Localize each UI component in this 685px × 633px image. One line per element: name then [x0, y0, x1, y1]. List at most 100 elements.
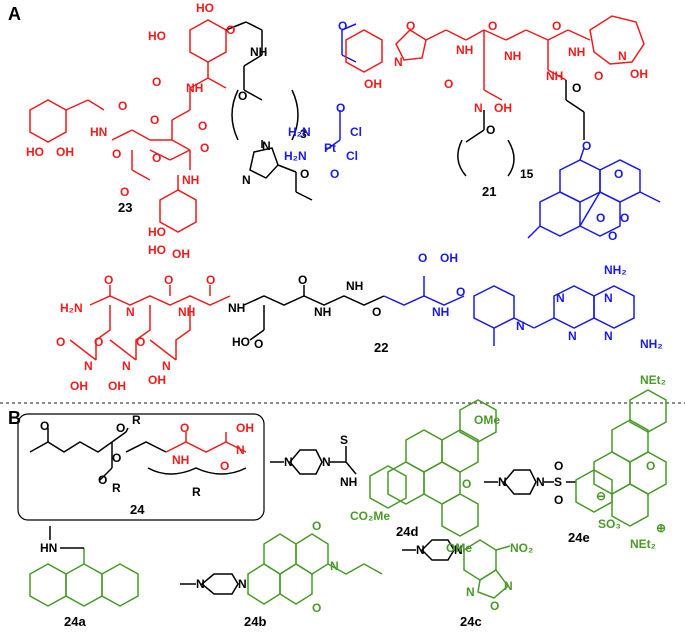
atom-o: O [152, 75, 161, 89]
atom-nh: NH [432, 305, 449, 319]
atom-oh: OH [630, 67, 648, 81]
atom-o: O [594, 69, 603, 83]
atom-h2n: H₂N [284, 149, 307, 163]
atom-o: O [596, 211, 605, 225]
compound-21-structure [345, 15, 645, 101]
atom-n: N [474, 101, 483, 115]
atom-nh: NH [250, 45, 267, 59]
atom-s: S [554, 475, 562, 489]
compound-24b-fluorophore [247, 533, 383, 605]
atom-r: R [112, 481, 121, 495]
atom-net2: NEt₂ [640, 373, 666, 387]
compound-label-24e: 24e [568, 530, 590, 545]
atom-o: O [312, 519, 321, 533]
atom-nh: NH [172, 453, 189, 467]
atom-o: O [372, 305, 381, 319]
atom-n: N [516, 319, 525, 333]
atom-o: O [572, 81, 581, 95]
charge-minus-icon: ⊖ [596, 489, 606, 503]
atom-n: N [284, 455, 293, 469]
compound-24-box [17, 413, 265, 521]
atom-n: N [466, 585, 475, 599]
atom-r: R [192, 485, 201, 499]
atom-nh: NH [228, 301, 245, 315]
compound-24b-piperazine [180, 573, 239, 595]
atom-o: O [104, 273, 113, 287]
atom-ho: HO [148, 243, 166, 257]
compound-24-structure [29, 427, 247, 481]
atom-o: O [112, 451, 121, 465]
atom-nh: NH [456, 43, 473, 57]
compound-24d-piperazine [270, 446, 357, 475]
atom-o: O [94, 335, 103, 349]
atom-o: O [582, 139, 591, 153]
atom-cl: Cl [346, 149, 358, 163]
atom-n: N [454, 543, 463, 557]
atom-o: O [312, 601, 321, 615]
atom-hn: HN [90, 125, 107, 139]
compound-24e-fluorophore [575, 389, 667, 527]
atom-o: O [300, 167, 309, 181]
atom-n: N [568, 329, 577, 343]
atom-n: N [536, 475, 545, 489]
atom-o: O [614, 167, 623, 181]
atom-nh2: NH₂ [604, 263, 627, 277]
compound-label-24a: 24a [64, 614, 86, 629]
compound-23-platinum [325, 23, 357, 151]
compound-24a-linker [49, 526, 84, 549]
atom-oh: OH [440, 251, 458, 265]
atom-n: N [604, 291, 613, 305]
atom-o: O [98, 473, 107, 487]
atom-r: R [132, 413, 141, 427]
atom-nh: NH [186, 81, 203, 95]
atom-n: N [556, 291, 565, 305]
compound-label-21: 21 [482, 184, 496, 199]
atom-o: O [406, 19, 415, 33]
atom-net2: NEt₂ [630, 537, 656, 551]
atom-nh: NH [182, 173, 199, 187]
atom-o: O [462, 477, 471, 491]
compound-label-24c: 24c [460, 614, 482, 629]
atom-o: O [180, 421, 189, 435]
atom-o: O [444, 77, 453, 91]
compound-label-22: 22 [374, 340, 388, 355]
atom-oh: OH [494, 101, 512, 115]
atom-o: O [164, 273, 173, 287]
atom-o: O [198, 119, 207, 133]
atom-o: O [220, 459, 229, 473]
compound-22-methotrexate [383, 276, 635, 346]
atom-pt: Pt [324, 141, 336, 155]
compound-24a-structure [29, 548, 139, 607]
atom-o: O [112, 147, 121, 161]
atom-o: O [40, 419, 49, 433]
atom-n: N [504, 579, 513, 593]
atom-n: N [236, 443, 245, 457]
atom-o: O [56, 335, 65, 349]
atom-n: N [262, 139, 271, 153]
atom-so3: SO₃ [598, 517, 621, 531]
atom-nh: NH [504, 49, 521, 63]
atom-n: N [394, 55, 403, 69]
atom-o: O [646, 459, 655, 473]
atom-n: N [604, 329, 613, 343]
atom-oh: OH [148, 373, 166, 387]
atom-n: N [84, 359, 93, 373]
compound-23-black-linker [225, 21, 313, 201]
atom-o: O [226, 23, 235, 37]
atom-o: O [120, 185, 129, 199]
atom-n: N [330, 559, 339, 573]
atom-nh: NH [346, 279, 363, 293]
atom-ome: OMe [474, 413, 500, 427]
compound-label-24d: 24d [396, 524, 418, 539]
atom-o: O [298, 273, 307, 287]
atom-oh: OH [364, 77, 382, 91]
subscript-15: 15 [520, 167, 534, 181]
atom-nh: NH [340, 475, 357, 489]
atom-o: O [456, 285, 465, 299]
atom-o: O [150, 113, 159, 127]
atom-ho: HO [148, 225, 166, 239]
atom-co2me: CO₂Me [350, 509, 390, 523]
compound-22-black-linker [243, 285, 385, 341]
compound-24c-piperazine [402, 539, 455, 561]
